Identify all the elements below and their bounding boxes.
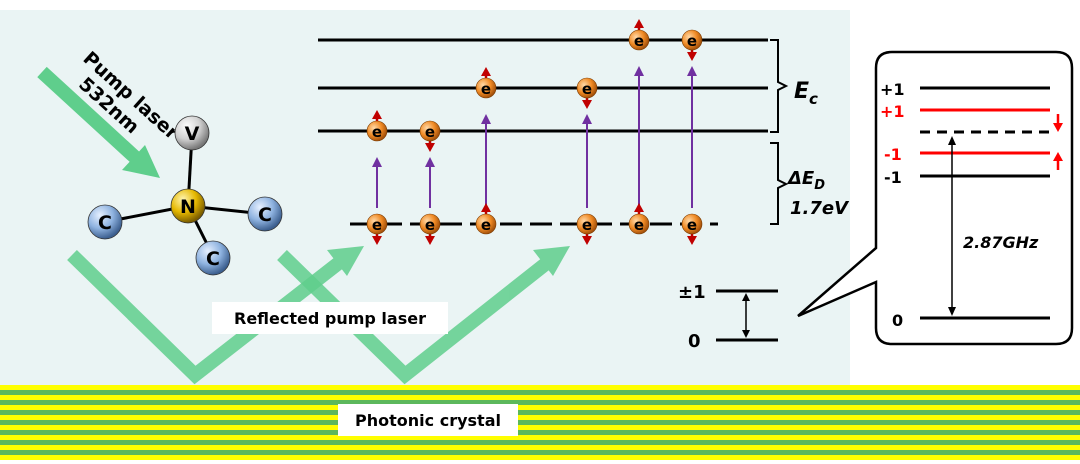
electron: e — [366, 110, 388, 142]
excitation-arrowhead — [425, 157, 435, 167]
zoom-minus1-red-label: -1 — [884, 145, 902, 164]
svg-text:e: e — [372, 216, 382, 234]
excitation-arrowhead — [687, 66, 697, 76]
zoom-0-label: 0 — [892, 311, 903, 330]
svg-text:e: e — [481, 80, 491, 98]
stripe — [0, 395, 1080, 400]
photonic-crystal-label-box — [338, 404, 518, 436]
svg-text:e: e — [582, 80, 592, 98]
electron: e — [576, 77, 598, 109]
stripe — [0, 420, 1080, 425]
electron: e — [419, 213, 441, 245]
electron: e — [366, 213, 388, 245]
electrons: e e e e e e e e e e e e — [366, 19, 703, 245]
zoom-plus1-red-label: +1 — [880, 102, 905, 121]
stripe — [0, 385, 1080, 390]
atom-label: N — [180, 196, 196, 218]
molecule-atoms: V N C C C — [87, 115, 283, 276]
zoom-frequency-label: 2.87GHz — [963, 233, 1039, 252]
reflected-pump-laser-label: Reflected pump laser — [234, 309, 426, 328]
conduction-label: Ec — [794, 79, 818, 108]
electron: e — [681, 213, 703, 245]
zoom-levels — [920, 86, 1063, 320]
svg-text:e: e — [634, 216, 644, 234]
zoom-minus1-black-label: -1 — [884, 168, 902, 187]
gap-value: 1.7eV — [790, 198, 850, 219]
stripe — [0, 405, 1080, 410]
stripe — [0, 400, 1080, 405]
gap-label: ΔED — [786, 168, 825, 193]
atom-c: C — [195, 240, 231, 276]
atom-v: V — [174, 115, 210, 151]
photonic-crystal-stripes — [0, 385, 1080, 460]
electron: e — [419, 120, 441, 152]
ec-brace — [770, 39, 789, 133]
atom-n: N — [170, 188, 206, 224]
zoom-callout — [797, 50, 1074, 346]
electron: e — [681, 29, 703, 61]
ed-brace — [770, 142, 789, 225]
svg-text:e: e — [687, 32, 697, 50]
excitation-arrowhead — [372, 157, 382, 167]
stripe — [0, 445, 1080, 450]
stripe — [0, 410, 1080, 415]
atom-label: C — [258, 204, 272, 226]
svg-text:e: e — [582, 216, 592, 234]
photonic-crystal-label: Photonic crystal — [355, 411, 501, 430]
svg-text:e: e — [372, 123, 382, 141]
zoom-plus1-black-label: +1 — [880, 80, 905, 99]
stripe — [0, 425, 1080, 430]
excitation-arrowhead — [481, 114, 491, 124]
svg-text:e: e — [687, 216, 697, 234]
excitation-arrowhead — [582, 114, 592, 124]
stripe — [0, 430, 1080, 435]
stripe — [0, 440, 1080, 445]
electron: e — [576, 213, 598, 245]
ground-0-label: 0 — [688, 331, 701, 352]
svg-text:e: e — [425, 216, 435, 234]
excitation-arrowhead — [634, 66, 644, 76]
pump-laser-arrow — [37, 66, 160, 178]
reflected-beam-left — [67, 246, 364, 385]
stripe — [0, 450, 1080, 455]
svg-text:e: e — [481, 216, 491, 234]
atom-c: C — [247, 196, 283, 232]
atom-label: V — [185, 123, 200, 145]
electron: e — [628, 203, 650, 235]
reflected-label-box — [212, 302, 448, 334]
svg-text:e: e — [425, 123, 435, 141]
svg-text:e: e — [634, 32, 644, 50]
stripe — [0, 390, 1080, 395]
atom-label: C — [206, 248, 220, 270]
atom-c: C — [87, 204, 123, 240]
stripe — [0, 455, 1080, 460]
ground-state-diagram: ±1 0 — [678, 282, 778, 352]
electron: e — [475, 203, 497, 235]
ground-pm1-label: ±1 — [678, 282, 706, 303]
stripe — [0, 415, 1080, 420]
electron: e — [475, 67, 497, 99]
reflected-beam-right — [277, 246, 570, 385]
stripe — [0, 435, 1080, 440]
electron: e — [628, 19, 650, 51]
atom-label: C — [98, 212, 112, 234]
